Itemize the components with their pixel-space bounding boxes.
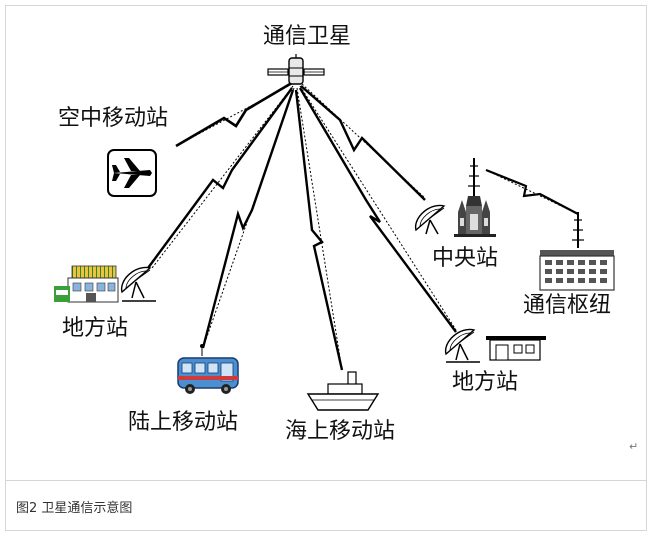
link-central-hub	[485, 168, 579, 215]
central-station-tower-icon	[466, 158, 482, 206]
figure-caption: 图2 卫星通信示意图	[16, 501, 133, 516]
hub-label: 通信枢纽	[523, 293, 612, 318]
ground-station-right-building-icon	[486, 336, 546, 361]
caption-divider	[5, 480, 647, 481]
paragraph-return-mark: ↵	[629, 440, 639, 453]
ground-station-right-label: 地方站	[452, 370, 519, 395]
dotted-land	[202, 87, 295, 349]
bus-icon	[177, 344, 239, 394]
hub-building-icon	[539, 250, 615, 291]
central-station-dish-icon	[414, 204, 446, 235]
dotted-air	[175, 83, 293, 147]
satellite-communication-diagram	[54, 54, 615, 411]
central-station-label: 中央站	[432, 246, 499, 271]
ground-station-right-dish-icon	[444, 328, 480, 363]
ship-icon	[306, 371, 380, 411]
central-station-building-icon	[454, 200, 496, 237]
air-station-label: 空中移动站	[58, 106, 169, 131]
links	[147, 82, 579, 371]
dotted-sea	[296, 87, 343, 371]
ground-station-left-label: 地方站	[62, 316, 129, 341]
dotted-ground-left	[151, 85, 294, 269]
link-ground-station-left	[147, 87, 293, 269]
link-air-station	[175, 82, 291, 148]
dotted-hub	[485, 169, 579, 215]
link-land-mobile	[201, 89, 295, 349]
dotted-ground-right	[299, 85, 457, 331]
land-mobile-label: 陆上移动站	[128, 410, 239, 435]
airplane-icon	[107, 149, 157, 197]
ground-station-left-building-icon	[54, 265, 119, 303]
satellite-label: 通信卫星	[263, 24, 352, 49]
satellite-icon	[267, 54, 325, 85]
link-sea-mobile	[294, 89, 344, 371]
sea-mobile-label: 海上移动站	[285, 419, 396, 444]
hub-tower-icon	[572, 212, 584, 248]
link-central-station	[300, 85, 426, 201]
ground-station-left-dish-icon	[120, 266, 156, 302]
link-ground-station-right	[298, 87, 457, 333]
